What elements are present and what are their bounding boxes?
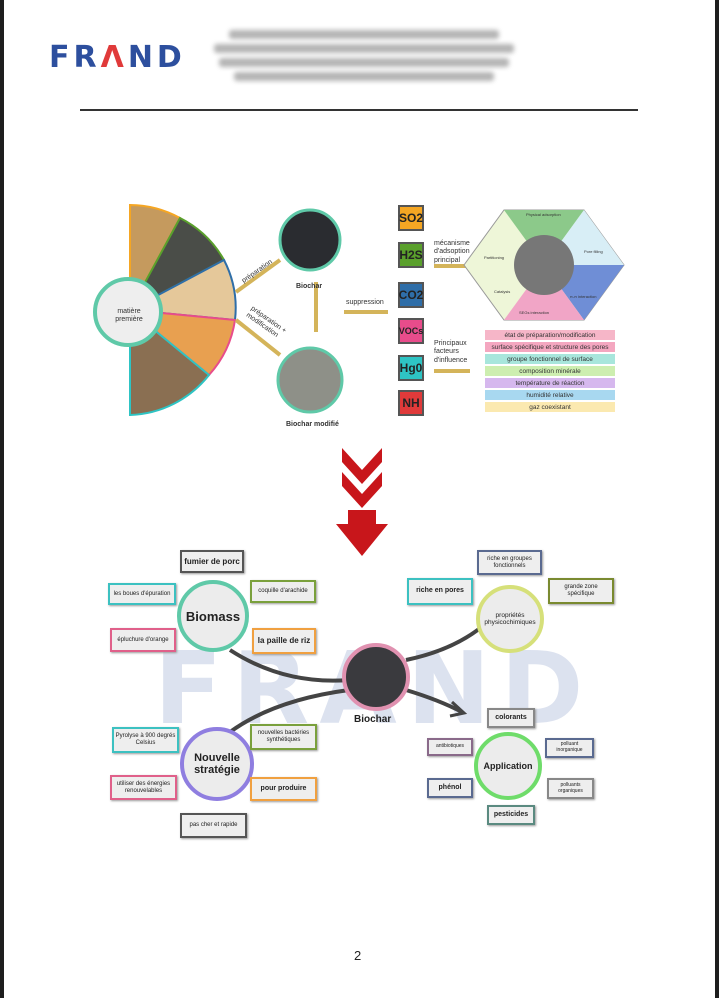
properties-item: riche en groupes fonctionnels — [477, 550, 542, 575]
biochar-modified-label: Biochar modifié — [286, 421, 339, 428]
hex-label: Pore filling — [584, 249, 603, 254]
factor: groupe fonctionnel de surface — [485, 354, 615, 364]
strategy-node: Nouvelle stratégie — [180, 727, 254, 801]
suppression-label: suppression — [346, 299, 384, 306]
mindmap-connectors — [228, 623, 486, 734]
hex-label: Catalysis — [494, 289, 511, 294]
raw-material-label: matière première — [115, 308, 143, 324]
mechanism-label: mécanisme d'adsoption principal — [434, 240, 470, 264]
strategy-item: Pyrolyse à 900 degrés Celsius — [112, 727, 179, 753]
figure-graphics — [93, 203, 625, 417]
properties-item: grande zone spécifique — [548, 578, 614, 604]
biochar-center-label: Biochar — [354, 714, 392, 725]
hex-label: π-π interaction — [570, 294, 597, 299]
application-item: antibiotiques — [427, 738, 473, 756]
factor: température de réaction — [485, 378, 615, 388]
hex-label: Physical adsorption — [526, 212, 561, 217]
hex-label: Partitioning — [484, 255, 505, 260]
biomass-item: fumier de porc — [180, 550, 244, 573]
properties-item: riche en pores — [407, 578, 473, 605]
hex-label: SEGs interaction — [519, 310, 550, 315]
gas-h2s: H2S — [398, 242, 424, 268]
factor: composition minérale — [485, 366, 615, 376]
factor: surface spécifique et structure des pore… — [485, 342, 615, 352]
biochar-label: Biochar — [296, 283, 323, 290]
strategy-item: pour produire — [250, 777, 317, 801]
frand-logo: FRΛND — [49, 40, 186, 75]
page-number: 2 — [354, 948, 362, 963]
gas-hg: Hg0 — [398, 355, 424, 381]
application-item: phénol — [427, 778, 473, 798]
mechanism-hexagon — [463, 209, 625, 321]
properties-node: propriétés physicochimiques — [476, 585, 544, 653]
gas-co2: CO2 — [398, 282, 424, 308]
biomass-item: la paille de riz — [252, 628, 316, 654]
biomass-item: les boues d'épuration — [108, 583, 176, 605]
biomass-item: coquille d'arachide — [250, 580, 316, 603]
strategy-item: nouvelles bactéries synthétiques — [250, 724, 317, 750]
strategy-item: utiliser des énergies renouvelables — [110, 775, 177, 800]
application-item: polluants organiques — [547, 778, 594, 799]
gas-so2: SO2 — [398, 205, 424, 231]
application-item: colorants — [487, 708, 535, 728]
application-item: polluant inorganique — [545, 738, 594, 758]
strategy-item: pas cher et rapide — [180, 813, 247, 838]
factor: humidité relative — [485, 390, 615, 400]
gas-nh: NH — [398, 390, 424, 416]
biochar-center-node — [342, 643, 410, 711]
document-page: FRΛND matière première préparation prépa… — [4, 0, 715, 998]
factors-label: Principaux facteurs d'influence — [434, 340, 468, 364]
down-arrow-icon — [336, 448, 388, 556]
factor: gaz coexistant — [485, 402, 615, 412]
biomass-item: épluchure d'orange — [110, 628, 176, 652]
factor: état de préparation/modification — [485, 330, 615, 340]
biomass-node: Biomass — [177, 580, 249, 652]
application-node: Application — [474, 732, 542, 800]
gas-vocs: VOCs — [398, 318, 424, 344]
application-item: pesticides — [487, 805, 535, 825]
header-divider — [80, 109, 638, 111]
